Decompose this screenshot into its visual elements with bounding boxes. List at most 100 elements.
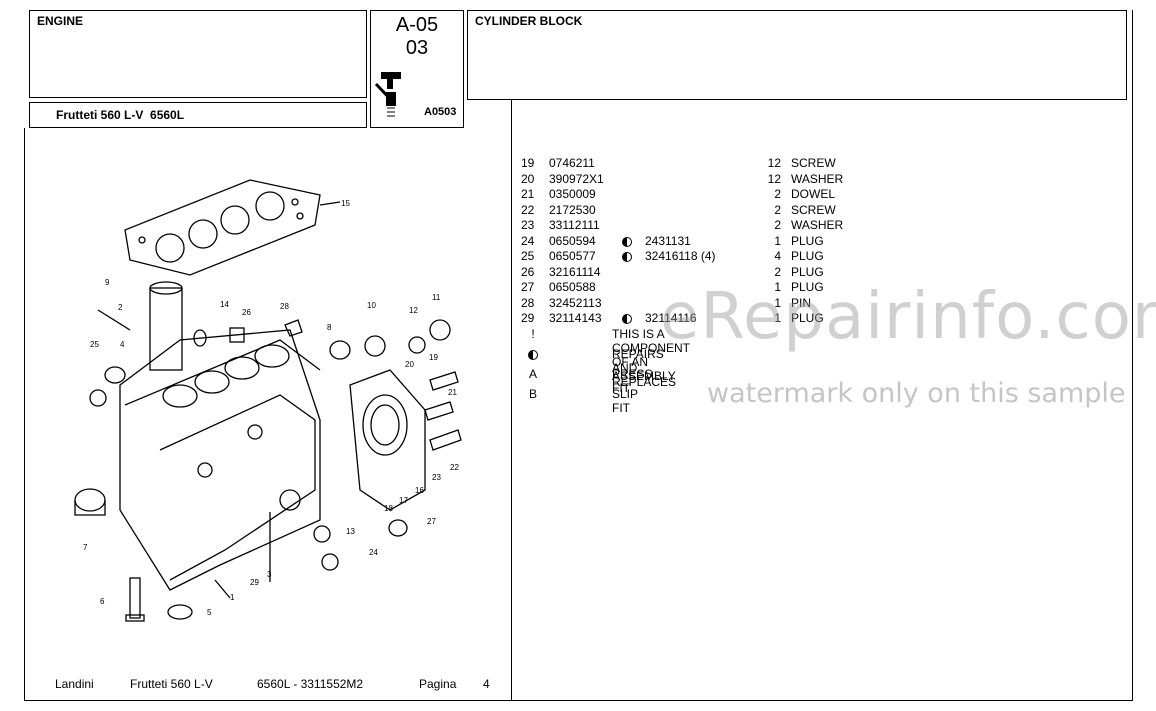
svg-text:21: 21 bbox=[448, 388, 457, 397]
part-quantity: 2 bbox=[774, 218, 781, 232]
model-box bbox=[29, 102, 367, 128]
group-title-box bbox=[467, 10, 1127, 100]
footer-page-label: Pagina bbox=[419, 677, 457, 691]
svg-text:20: 20 bbox=[405, 360, 414, 369]
svg-text:24: 24 bbox=[369, 548, 378, 557]
part-number-index: 27 bbox=[521, 280, 535, 294]
svg-text:27: 27 bbox=[427, 517, 436, 526]
alt-part-code: 2431131 bbox=[645, 233, 691, 248]
model-title: Frutteti 560 L-V 6560L bbox=[56, 108, 185, 122]
legend-text: THIS IS A COMPONENT OF AN ASSEMBLY bbox=[612, 327, 690, 383]
frame-bottom bbox=[24, 700, 1133, 701]
frame-right bbox=[1132, 10, 1133, 701]
part-description: WASHER bbox=[791, 171, 844, 186]
part-description: PLUG bbox=[791, 311, 824, 325]
legend-text: REPAIRS AND REPLACES bbox=[612, 347, 677, 389]
part-description: PIN bbox=[791, 295, 812, 310]
svg-text:29: 29 bbox=[250, 578, 259, 587]
svg-text:17: 17 bbox=[399, 496, 408, 505]
footer-model: Frutteti 560 L-V bbox=[130, 677, 213, 691]
part-number-index: 19 bbox=[521, 156, 535, 170]
section-title-box bbox=[29, 10, 367, 98]
svg-text:10: 10 bbox=[367, 301, 376, 310]
part-code: 32114143 bbox=[549, 311, 602, 325]
part-description: PLUG bbox=[791, 233, 824, 248]
svg-text:28: 28 bbox=[280, 302, 289, 311]
hand-tool-icon bbox=[374, 72, 401, 117]
part-number-index: 24 bbox=[521, 233, 535, 248]
part-code: 0350009 bbox=[549, 187, 596, 201]
part-number-index: 28 bbox=[521, 295, 535, 310]
svg-text:15: 15 bbox=[341, 199, 350, 208]
part-code: 33112111 bbox=[549, 218, 600, 232]
part-quantity: 4 bbox=[774, 249, 781, 263]
part-code: 0650594 bbox=[549, 233, 596, 248]
svg-text:22: 22 bbox=[450, 463, 459, 472]
legend-text: PRESS FIT bbox=[612, 367, 653, 395]
svg-text:7: 7 bbox=[83, 543, 88, 552]
svg-text:6: 6 bbox=[100, 597, 105, 606]
part-description: WASHER bbox=[791, 218, 844, 232]
alt-part-code: 32416118 (4) bbox=[645, 249, 716, 263]
svg-text:19: 19 bbox=[429, 353, 438, 362]
legend-symbol: A bbox=[528, 367, 537, 381]
part-code: 2172530 bbox=[549, 202, 596, 217]
part-quantity: 2 bbox=[774, 187, 781, 201]
part-quantity: 1 bbox=[774, 295, 781, 310]
part-quantity: 12 bbox=[767, 171, 781, 186]
svg-text:3: 3 bbox=[267, 570, 272, 579]
svg-text:9: 9 bbox=[105, 278, 110, 287]
part-description: SCREW bbox=[791, 202, 836, 217]
part-number-index: 25 bbox=[521, 249, 535, 263]
svg-text:26: 26 bbox=[242, 308, 251, 317]
svg-text:12: 12 bbox=[409, 306, 418, 315]
part-number-index: 29 bbox=[521, 311, 535, 325]
part-number-index: 21 bbox=[521, 187, 535, 201]
svg-text:23: 23 bbox=[432, 473, 441, 482]
svg-text:11: 11 bbox=[432, 293, 441, 302]
part-code: 0650588 bbox=[549, 280, 596, 294]
watermark-sub: watermark only on this sample bbox=[707, 378, 1126, 409]
part-description: DOWEL bbox=[791, 187, 836, 201]
footer-brand: Landini bbox=[55, 677, 94, 691]
svg-text:25: 25 bbox=[90, 340, 99, 349]
legend-symbol: ! bbox=[531, 327, 535, 341]
svg-text:5: 5 bbox=[207, 608, 212, 617]
part-code: 32452113 bbox=[549, 295, 602, 310]
svg-text:4: 4 bbox=[120, 340, 125, 349]
half-circle-icon bbox=[622, 314, 632, 324]
part-description: PLUG bbox=[791, 249, 824, 263]
part-quantity: 1 bbox=[774, 280, 781, 294]
half-circle-icon bbox=[528, 350, 538, 360]
part-quantity: 12 bbox=[767, 156, 781, 170]
svg-text:16: 16 bbox=[415, 486, 424, 495]
code-line-1: A-05 bbox=[395, 14, 439, 36]
legend-symbol: B bbox=[528, 387, 537, 401]
section-title: ENGINE bbox=[37, 14, 84, 28]
part-description: PLUG bbox=[791, 280, 824, 294]
part-quantity: 2 bbox=[774, 264, 781, 279]
frame-divider bbox=[511, 100, 512, 701]
frame-left bbox=[24, 128, 25, 701]
legend-text: SLIP FIT bbox=[612, 387, 638, 415]
part-quantity: 1 bbox=[774, 311, 781, 325]
svg-text:8: 8 bbox=[327, 323, 332, 332]
part-code: 32161114 bbox=[549, 264, 601, 279]
part-description: SCREW bbox=[791, 156, 836, 170]
svg-text:13: 13 bbox=[346, 527, 355, 536]
part-number-index: 26 bbox=[521, 264, 535, 279]
part-number-index: 20 bbox=[521, 171, 535, 186]
part-quantity: 2 bbox=[774, 202, 781, 217]
footer-doc: 6560L - 3311552M2 bbox=[257, 677, 364, 691]
ref-code: A0503 bbox=[424, 106, 457, 118]
part-code: 390972X1 bbox=[549, 171, 604, 186]
code-box bbox=[370, 10, 464, 128]
svg-text:1: 1 bbox=[230, 593, 235, 602]
watermark-main: eRepairinfo.com bbox=[660, 280, 1156, 354]
alt-part-code: 32114116 bbox=[645, 311, 697, 325]
part-number-index: 22 bbox=[521, 202, 535, 217]
code-line-2: 03 bbox=[405, 37, 429, 59]
footer-page-number: 4 bbox=[483, 677, 490, 691]
part-code: 0746211 bbox=[549, 156, 595, 170]
